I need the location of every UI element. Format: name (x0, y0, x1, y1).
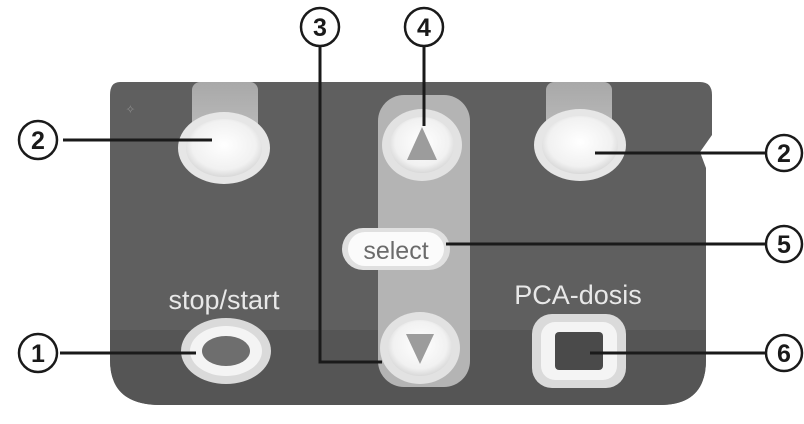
stop-start-key[interactable] (181, 318, 271, 384)
stop-start-led (202, 336, 250, 366)
callout-2-left-number: 2 (31, 127, 45, 155)
callout-3: 3 (299, 6, 341, 48)
callout-6: 6 (764, 333, 804, 373)
callout-1: 1 (17, 332, 59, 374)
callout-5-number: 5 (777, 231, 791, 259)
callout-6-number: 6 (777, 340, 791, 368)
callout-3-number: 3 (313, 14, 327, 42)
arrow-down-triangle-icon (406, 334, 434, 364)
leader-lines (60, 46, 768, 364)
callout-2-right: 2 (764, 133, 804, 173)
callout-5: 5 (764, 224, 804, 264)
callout-2-left: 2 (17, 119, 59, 161)
callout-4-number: 4 (417, 14, 431, 42)
callout-4: 4 (403, 6, 445, 48)
pca-dosis-led (555, 332, 603, 370)
arrow-up-triangle-icon (407, 127, 437, 160)
left-soft-key[interactable] (178, 112, 270, 184)
callout-2-right-number: 2 (777, 140, 791, 168)
down-arrow-key[interactable] (380, 312, 460, 384)
up-arrow-key[interactable] (382, 109, 462, 181)
panel-symbol: ✧ (123, 104, 137, 114)
pca-dosis-key[interactable] (532, 314, 626, 388)
stop-start-label: stop/start (168, 285, 280, 315)
right-soft-key[interactable] (534, 109, 626, 181)
pca-dosis-label: PCA-dosis (514, 280, 642, 310)
callout-1-number: 1 (31, 340, 45, 368)
leader-line-3 (318, 46, 382, 364)
select-key[interactable]: select (342, 228, 450, 270)
select-label: select (363, 237, 428, 265)
